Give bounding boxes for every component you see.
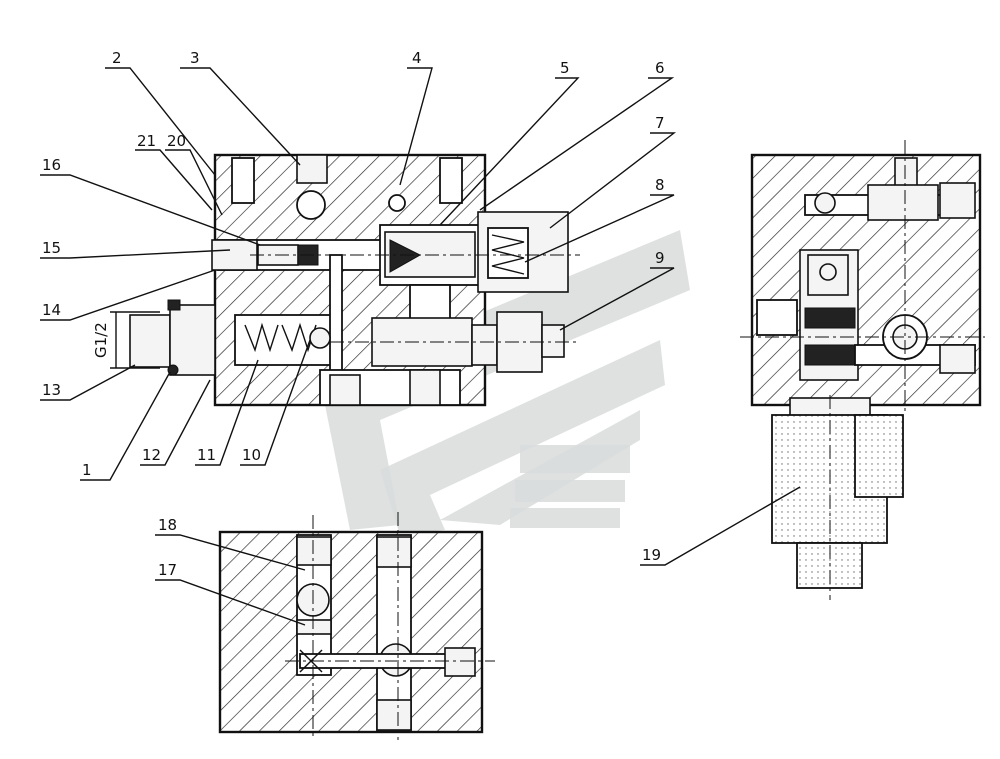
label-19: 19 [642,546,661,564]
label-6: 6 [655,59,665,77]
label-10: 10 [242,446,261,464]
label-14: 14 [42,301,61,319]
label-2: 2 [112,49,122,67]
label-16: 16 [42,156,61,174]
label-9: 9 [655,249,665,267]
main-section-view [129,153,580,407]
label-5: 5 [560,59,570,77]
label-20: 20 [167,132,186,150]
dimension-label: G1/2 [92,322,110,358]
leader-lines [40,67,801,626]
label-17: 17 [158,561,177,579]
label-12: 12 [142,446,161,464]
label-15: 15 [42,239,61,257]
label-3: 3 [190,49,200,67]
side-section-view [740,140,985,600]
label-7: 7 [655,114,665,132]
label-13: 13 [42,381,61,399]
label-1: 1 [82,461,92,479]
part-labels: 2 3 4 5 6 7 8 9 21 20 16 15 14 13 1 12 1… [42,49,665,579]
label-21: 21 [137,132,156,150]
watermark-logo [320,230,690,535]
label-11: 11 [197,446,216,464]
label-8: 8 [655,176,665,194]
label-18: 18 [158,516,177,534]
label-4: 4 [412,49,422,67]
bottom-section-view [218,512,495,740]
